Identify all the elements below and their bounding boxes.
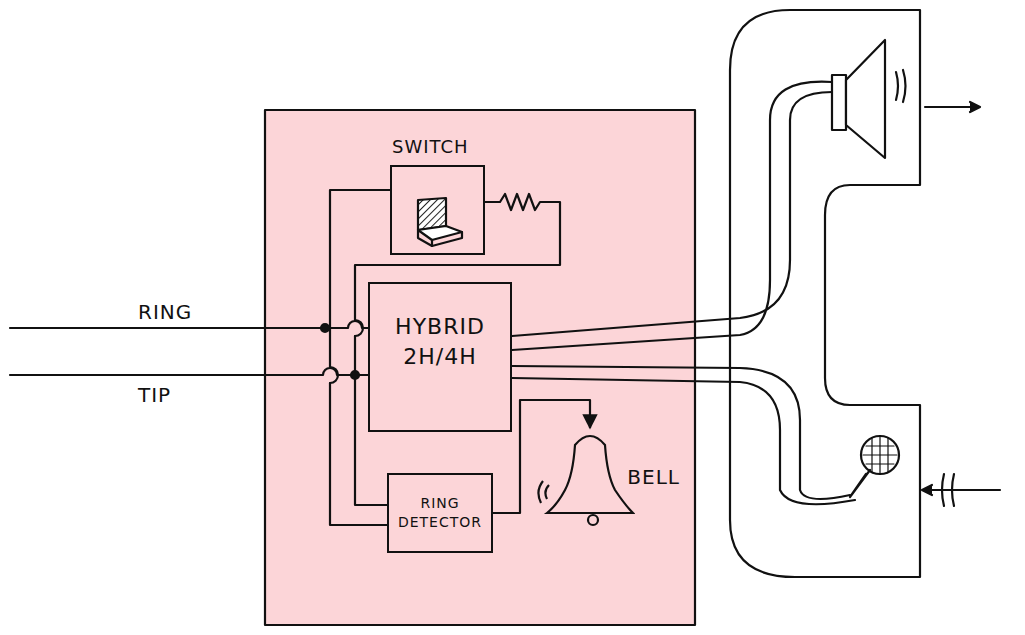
handset-wire bbox=[512, 92, 832, 336]
tip-line bbox=[10, 368, 368, 375]
hybrid-box: HYBRID 2H/4H bbox=[368, 282, 512, 432]
junction-dot bbox=[321, 324, 329, 332]
bell-symbol bbox=[535, 425, 635, 530]
crossover bbox=[355, 320, 363, 336]
handset-wire bbox=[512, 378, 855, 504]
box-label: RING DETECTOR bbox=[395, 494, 485, 532]
switch-box: SWITCH bbox=[390, 165, 485, 255]
handset bbox=[730, 10, 920, 577]
switch-icon bbox=[418, 198, 462, 246]
signal-name: RING bbox=[138, 300, 192, 324]
box-label: HYBRID 2H/4H bbox=[376, 290, 504, 371]
box-heading: SWITCH bbox=[392, 135, 469, 159]
microphone bbox=[850, 436, 1000, 506]
signal-name: TIP bbox=[138, 383, 171, 407]
crossover bbox=[330, 367, 338, 383]
junction-dot bbox=[351, 371, 359, 379]
ring-detector-box: RING DETECTOR bbox=[387, 473, 493, 553]
speaker bbox=[832, 40, 980, 158]
handset-wire bbox=[512, 82, 832, 352]
box-label: BELL bbox=[627, 464, 680, 491]
handset-wire bbox=[512, 366, 850, 499]
bell: BELL bbox=[535, 425, 690, 530]
